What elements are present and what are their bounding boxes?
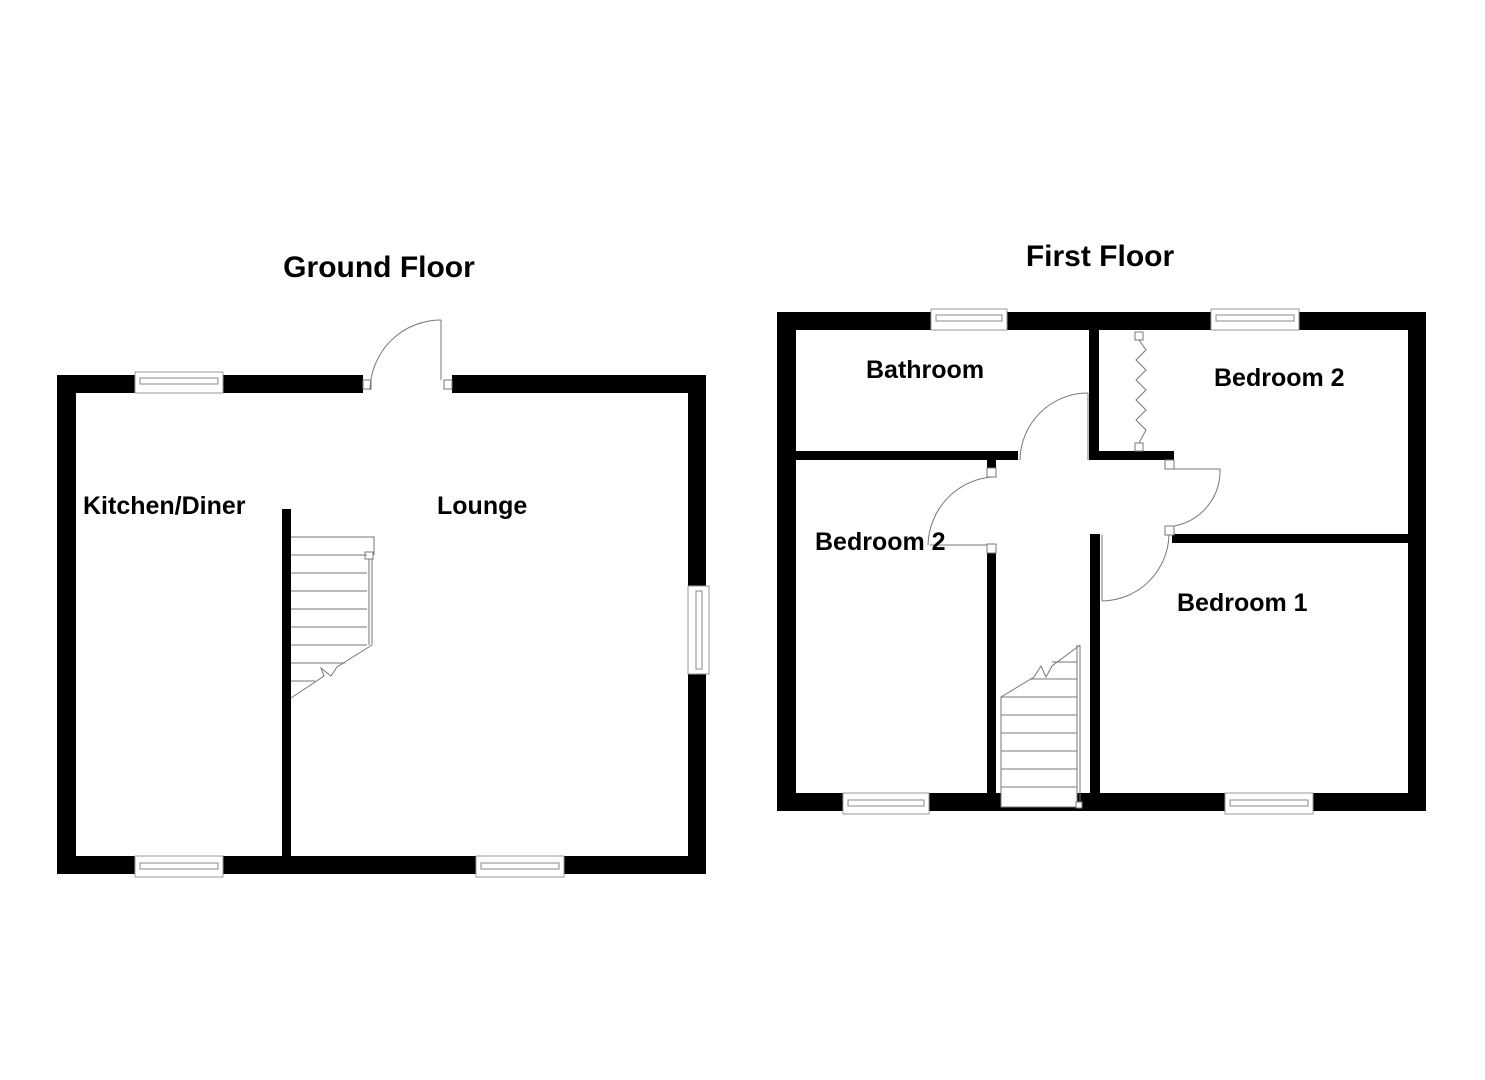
first-wall-top [777,312,1426,330]
window-icon [930,308,1008,331]
bathroom-bedroom-divider [1089,330,1099,460]
ground-wall-left [57,375,76,874]
ground-floor-title: Ground Floor [283,251,475,284]
bedroom-1-door-icon [1101,534,1170,602]
bedroom2-left-jamb-top [987,460,996,468]
first-wall-left [777,312,796,811]
room-label-lounge: Lounge [437,492,528,520]
bathroom-door-icon [1019,392,1089,461]
room-label-bedroom-2-left: Bedroom 2 [815,528,946,556]
window-icon [475,855,565,878]
ground-wall-top-right [452,375,706,393]
first-floor-plan [777,308,1426,815]
bathroom-bottom-wall [796,451,1018,460]
room-label-bathroom: Bathroom [866,356,985,384]
room-label-kitchen-diner: Kitchen/Diner [83,492,246,520]
window-icon [134,371,224,394]
ground-floor-plan [57,319,710,878]
bedroom-2-left-door-icon [927,467,997,554]
wardrobe-icon [1134,331,1147,452]
room-label-bedroom-1: Bedroom 1 [1177,589,1308,617]
bedroom-2-right-door-icon [1164,459,1221,536]
staircase-icon [290,536,375,699]
window-icon [842,792,930,815]
entrance-door-icon [362,319,453,391]
window-icon [1210,308,1300,331]
window-icon [1224,792,1314,815]
room-label-bedroom-2-right: Bedroom 2 [1214,364,1345,392]
window-icon [687,585,710,675]
first-floor-title: First Floor [1025,240,1175,273]
ground-internal-wall [282,509,291,859]
bedroom1-left-wall [1090,534,1100,793]
bedroom2-left-wall [987,553,996,793]
window-icon [134,855,224,878]
bedroom-divider-right [1172,534,1408,543]
bedroom2-right-bottom-wall [1089,451,1174,460]
first-wall-right [1408,312,1426,811]
staircase-icon [1000,644,1083,809]
